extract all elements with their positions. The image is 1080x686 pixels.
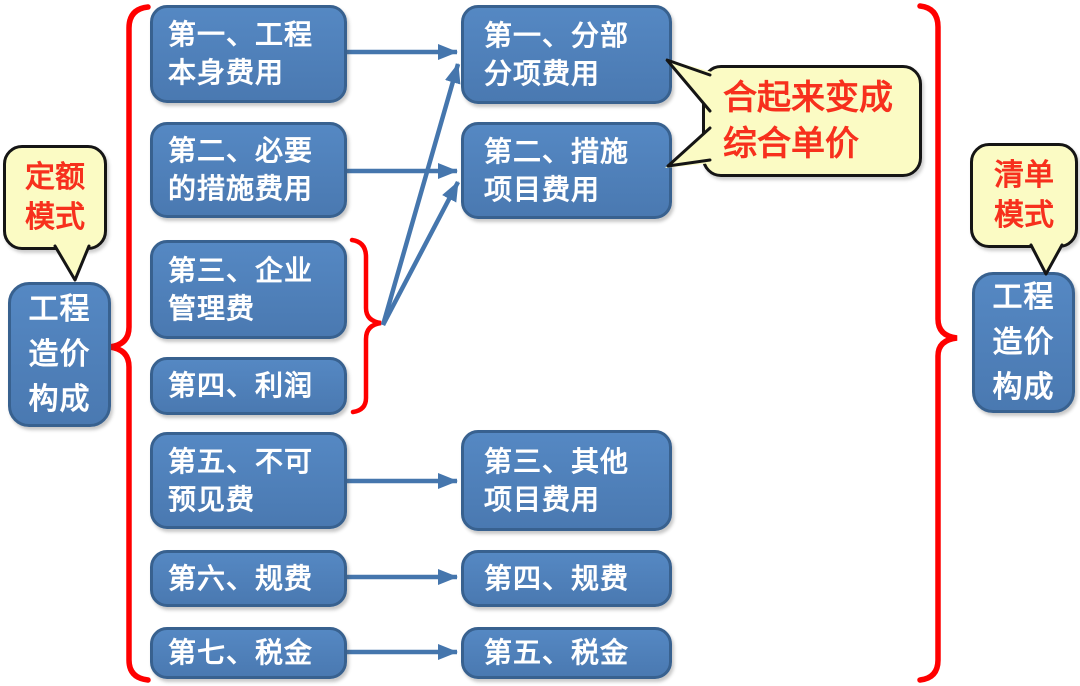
list-mode-callout: 清单 模式	[970, 143, 1078, 248]
list-item-4-box: 第四、规费	[461, 550, 672, 607]
left-group-brace	[108, 4, 151, 683]
box-line: 第五、不可	[168, 445, 314, 477]
box-line: 第三、其他	[484, 445, 630, 477]
arrow-brace-to-list2	[381, 180, 460, 327]
flow-arrows	[347, 44, 461, 660]
box-line: 第五、税金	[484, 637, 630, 668]
list-item-2-box: 第二、措施 项目费用	[461, 122, 672, 219]
list-item-1-box: 第一、分部 分项费用	[461, 5, 672, 104]
callout-line: 综合单价	[723, 125, 859, 163]
box-line: 第二、必要	[168, 135, 314, 166]
box-line: 第一、分部	[484, 19, 630, 51]
callout-line: 模式	[994, 198, 1054, 232]
quota-item-7-box: 第七、税金	[150, 627, 347, 679]
box-line: 构成	[992, 371, 1055, 404]
box-line: 第一、工程	[168, 19, 314, 50]
callout-line: 清单	[994, 158, 1054, 192]
overhead-profit-brace	[349, 237, 382, 415]
quota-item-2-box: 第二、必要 的措施费用	[150, 122, 347, 218]
box-line: 的措施费用	[168, 173, 314, 204]
quota-item-4-box: 第四、利润	[150, 357, 347, 415]
box-line: 分项费用	[484, 57, 601, 89]
box-line: 本身费用	[168, 57, 285, 88]
list-root-box: 工程 造价 构成	[972, 272, 1075, 413]
list-item-3-box: 第三、其他 项目费用	[461, 430, 672, 531]
quota-mode-callout: 定额 模式	[3, 145, 107, 250]
box-line: 第四、利润	[168, 370, 314, 401]
box-line: 造价	[28, 338, 91, 371]
callout-line: 模式	[25, 200, 85, 234]
box-line: 第四、规费	[484, 562, 630, 594]
box-line: 项目费用	[484, 173, 601, 205]
box-line: 构成	[28, 383, 91, 416]
box-line: 管理费	[168, 292, 256, 324]
box-line: 第三、企业	[168, 254, 314, 286]
merge-note-callout: 合起来变成 综合单价	[702, 65, 922, 177]
quota-item-6-box: 第六、规费	[150, 550, 347, 607]
list-item-5-box: 第五、税金	[461, 627, 672, 679]
box-line: 预见费	[168, 483, 256, 515]
quota-item-3-box: 第三、企业 管理费	[150, 240, 347, 339]
box-line: 工程	[992, 281, 1055, 314]
box-line: 第七、税金	[168, 637, 314, 668]
box-line: 工程	[28, 293, 91, 326]
box-line: 第二、措施	[484, 135, 630, 167]
arrow-brace-to-list1	[380, 63, 461, 326]
box-line: 第六、规费	[168, 562, 314, 594]
quota-item-5-box: 第五、不可 预见费	[150, 432, 347, 529]
box-line: 项目费用	[484, 483, 601, 515]
callout-line: 合起来变成	[723, 79, 893, 117]
right-group-brace	[917, 3, 958, 683]
callout-line: 定额	[25, 160, 85, 194]
quota-root-box: 工程 造价 构成	[8, 282, 111, 427]
quota-item-1-box: 第一、工程 本身费用	[150, 5, 347, 103]
box-line: 造价	[992, 326, 1055, 359]
